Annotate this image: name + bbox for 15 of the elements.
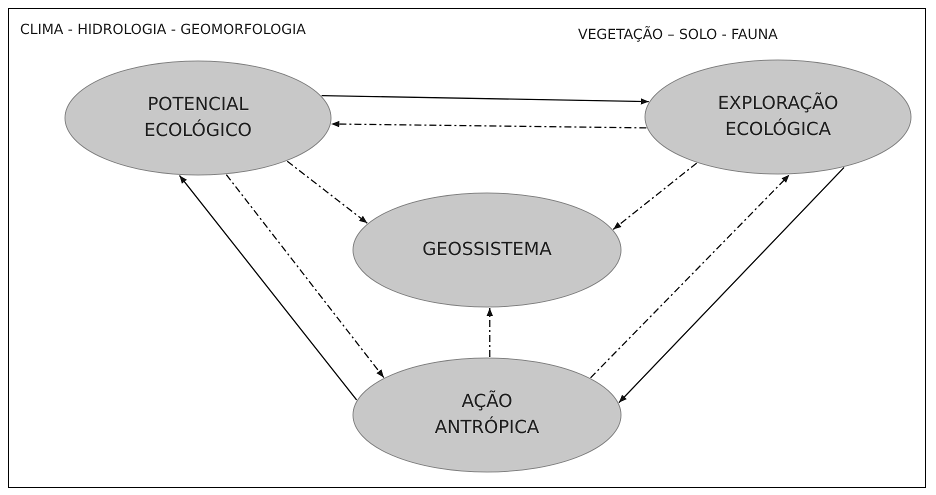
arrow — [178, 175, 358, 400]
factor-list: VEGETAÇÃO – SOLO - FAUNA — [578, 27, 778, 43]
arrow — [331, 120, 646, 129]
node-label: POTENCIAL ECOLÓGICO — [143, 92, 253, 143]
arrow — [286, 160, 368, 224]
arrow — [590, 174, 790, 378]
node-label: GEOSSISTEMA — [422, 238, 552, 262]
arrow — [486, 308, 493, 357]
node-label: AÇÃO ANTRÓPICA — [434, 389, 540, 440]
arrow — [618, 167, 845, 404]
node-label: EXPLORAÇÃO ECOLÓGICA — [716, 91, 840, 142]
arrow — [322, 94, 649, 105]
arrow — [612, 162, 698, 230]
arrow — [226, 174, 384, 378]
factor-list: CLIMA - HIDROLOGIA - GEOMORFOLOGIA — [20, 22, 306, 38]
